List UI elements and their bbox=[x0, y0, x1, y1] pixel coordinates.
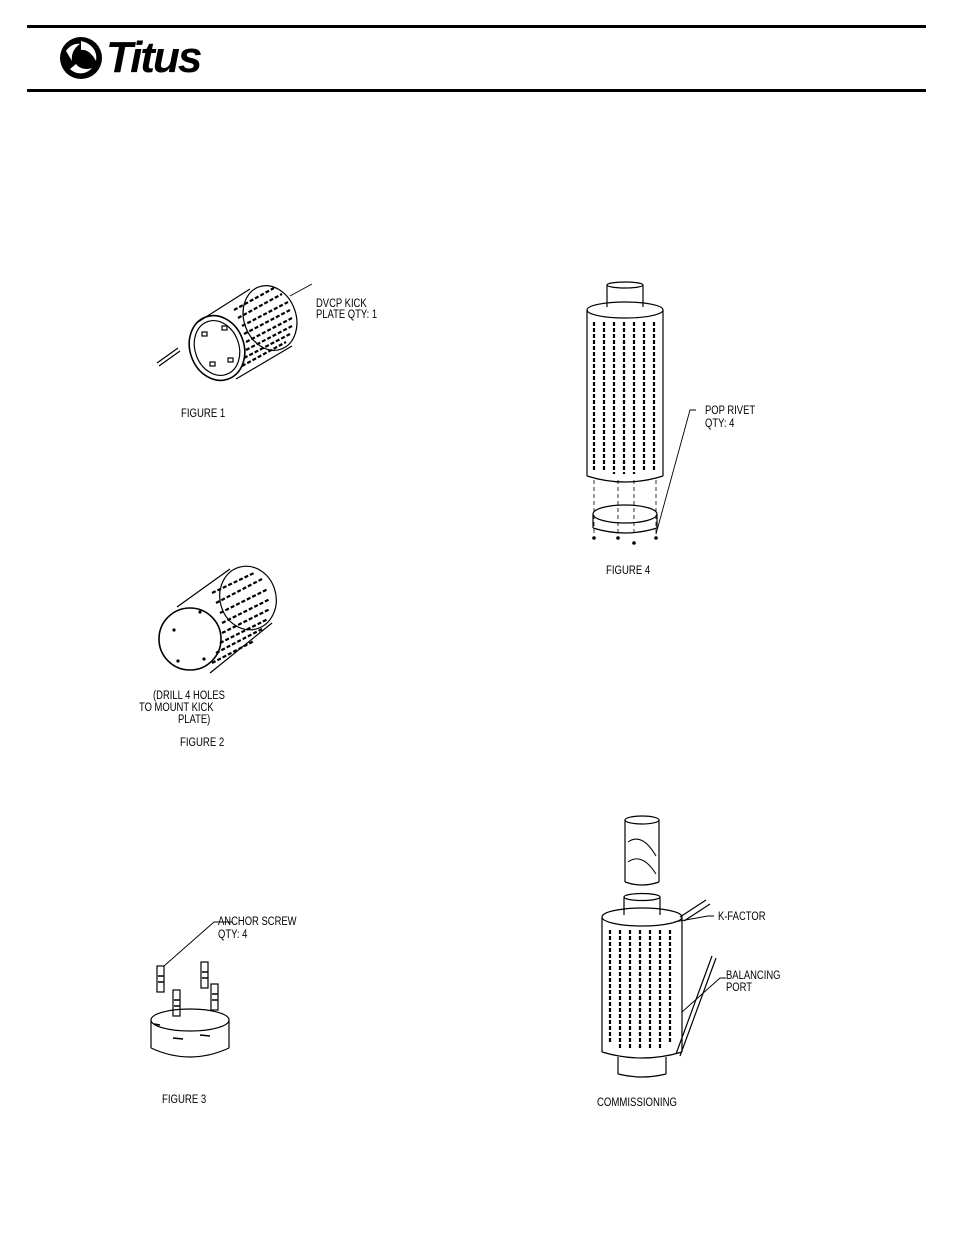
fig2-note-line2: TO MOUNT KICK bbox=[139, 702, 214, 714]
fig3-callout-line1: ANCHOR SCREW bbox=[218, 916, 297, 928]
figure-3-drawing bbox=[150, 921, 232, 1058]
figure-4-drawing bbox=[586, 281, 696, 545]
fig4-caption: FIGURE 4 bbox=[606, 563, 651, 577]
titus-logo: Titus bbox=[58, 32, 218, 84]
fig3-callout-line2: QTY: 4 bbox=[218, 929, 248, 941]
fig2-caption: FIGURE 2 bbox=[180, 735, 225, 749]
fig2-note-line3: PLATE) bbox=[178, 714, 211, 726]
titus-swirl-icon bbox=[60, 37, 102, 79]
fig4-callout-line2: QTY: 4 bbox=[705, 418, 735, 430]
kfactor-label: K-FACTOR bbox=[718, 911, 766, 923]
figure-1-drawing bbox=[156, 283, 313, 382]
fig2-note-line1: (DRILL 4 HOLES bbox=[153, 690, 225, 702]
fig1-callout-line2: PLATE QTY: 1 bbox=[316, 309, 378, 321]
fig4-callout-line1: POP RIVET bbox=[705, 405, 756, 417]
commissioning-caption: COMMISSIONING bbox=[597, 1095, 678, 1109]
fig3-caption: FIGURE 3 bbox=[162, 1092, 207, 1106]
brand-name: Titus bbox=[106, 33, 202, 82]
balancing-port-line1: BALANCING bbox=[726, 970, 781, 982]
balancing-port-line2: PORT bbox=[726, 982, 753, 994]
commissioning-drawing bbox=[601, 815, 726, 1078]
fig1-caption: FIGURE 1 bbox=[181, 406, 226, 420]
header-top-rule bbox=[27, 25, 926, 28]
header-bottom-rule bbox=[27, 89, 926, 92]
fig1-callout-line1: DVCP KICK bbox=[316, 298, 367, 310]
figure-2-drawing bbox=[158, 565, 277, 674]
